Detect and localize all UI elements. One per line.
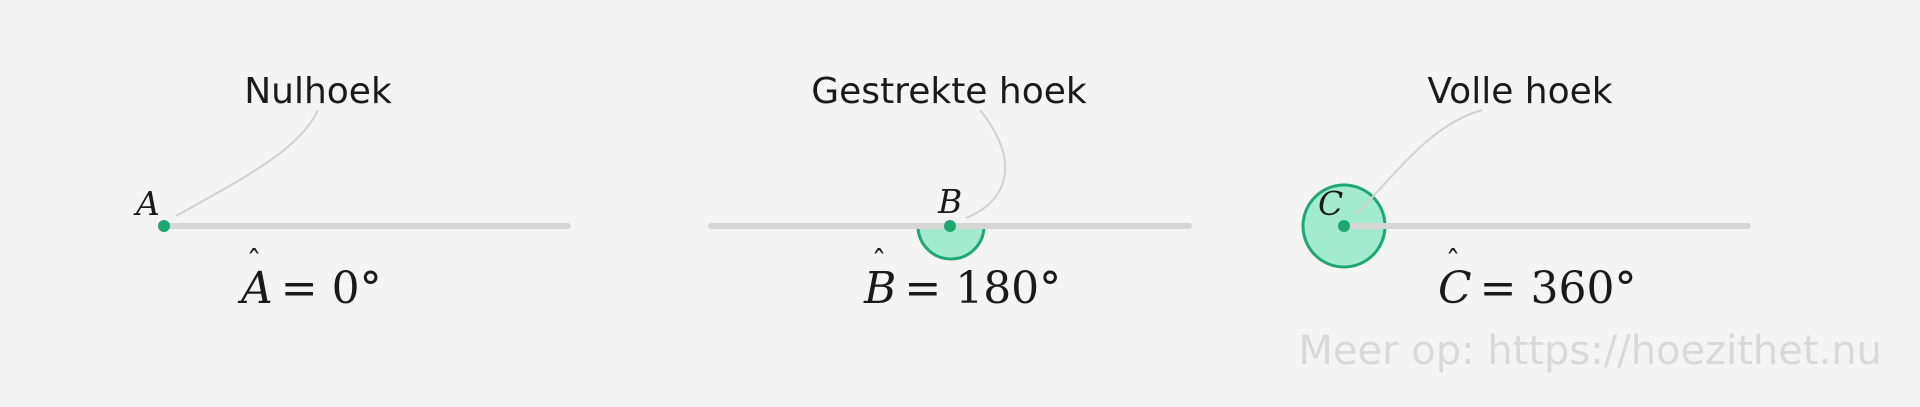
point-label-a: A bbox=[133, 184, 160, 223]
equation-zero-angle: A= 0° bbox=[237, 263, 382, 314]
watermark: Meer op: https://hoezithet.nu bbox=[1298, 328, 1882, 374]
leader-line-straight-angle bbox=[965, 109, 1007, 219]
point-label-b: B bbox=[937, 182, 962, 221]
zero-angle-figure: A Nulhoek ˆ A= 0° bbox=[133, 71, 571, 314]
hat-c: ˆ bbox=[1446, 245, 1461, 280]
equation-straight-angle: B= 180° bbox=[863, 263, 1061, 314]
equation-value-a: = 0° bbox=[281, 263, 382, 314]
vertex-a bbox=[158, 220, 170, 232]
equation-full-angle: C= 360° bbox=[1438, 263, 1637, 314]
vertex-c bbox=[1338, 220, 1350, 232]
label-straight-angle: Gestrekte hoek bbox=[811, 71, 1087, 112]
label-zero-angle: Nulhoek bbox=[244, 71, 392, 112]
point-label-c: C bbox=[1318, 184, 1343, 223]
label-full-angle: Volle hoek bbox=[1427, 71, 1612, 112]
equation-var-a: A bbox=[237, 263, 273, 314]
equation-value-b: = 180° bbox=[904, 263, 1061, 314]
full-angle-figure: C Volle hoek ˆ C= 360° bbox=[1301, 71, 1751, 314]
equation-value-c: = 360° bbox=[1480, 263, 1637, 314]
leader-line-full-angle bbox=[1355, 109, 1483, 215]
equation-var-b: B bbox=[863, 263, 896, 314]
equation-var-c: C bbox=[1438, 263, 1472, 314]
leader-line-zero-angle bbox=[175, 109, 319, 217]
straight-angle-figure: B Gestrekte hoek ˆ B= 180° bbox=[708, 71, 1192, 314]
hat-a: ˆ bbox=[247, 245, 262, 280]
hat-b: ˆ bbox=[872, 245, 887, 280]
angle-arc-b bbox=[916, 224, 986, 261]
vertex-b bbox=[944, 220, 956, 232]
